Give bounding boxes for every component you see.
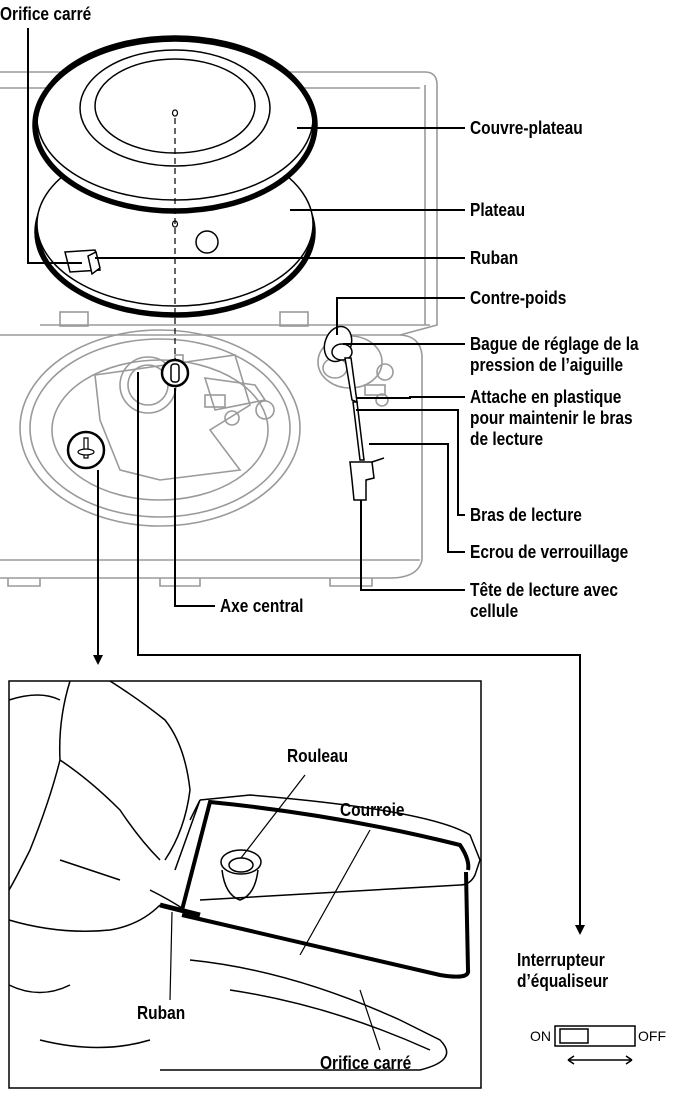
label-contre-poids: Contre-poids xyxy=(470,288,567,308)
label-ecrou: Ecrou de verrouillage xyxy=(470,542,629,562)
label-bague: Bague de réglage de la pression de l’aig… xyxy=(470,334,639,375)
label-couvre-plateau: Couvre-plateau xyxy=(470,118,583,138)
tone-arm xyxy=(323,325,385,501)
label-rouleau: Rouleau xyxy=(287,746,349,766)
switch-off-label: OFF xyxy=(638,1028,666,1044)
label-interrupteur: Interrupteur d’équaliseur xyxy=(517,950,609,991)
label-ruban-bottom: Ruban xyxy=(137,1003,186,1023)
equalizer-switch xyxy=(554,1025,636,1065)
label-courroie: Courroie xyxy=(340,800,405,820)
label-orifice-carre-top: Orifice carré xyxy=(0,4,92,24)
label-plateau: Plateau xyxy=(470,200,526,220)
inset-detail xyxy=(8,680,482,1089)
label-orifice-carre-bottom: Orifice carré xyxy=(320,1053,412,1073)
label-axe-central: Axe central xyxy=(220,596,304,616)
label-attache: Attache en plastique pour maintenir le b… xyxy=(470,387,633,449)
label-tete-de-lecture: Tête de lecture avec cellule xyxy=(470,580,619,621)
platter-assembly xyxy=(32,35,318,375)
label-ruban-top: Ruban xyxy=(470,248,519,268)
highlight-circles xyxy=(66,358,190,470)
turntable-body xyxy=(0,71,438,587)
leader-lines xyxy=(27,28,585,935)
label-bras-de-lecture: Bras de lecture xyxy=(470,505,582,525)
switch-on-label: ON xyxy=(530,1028,551,1044)
